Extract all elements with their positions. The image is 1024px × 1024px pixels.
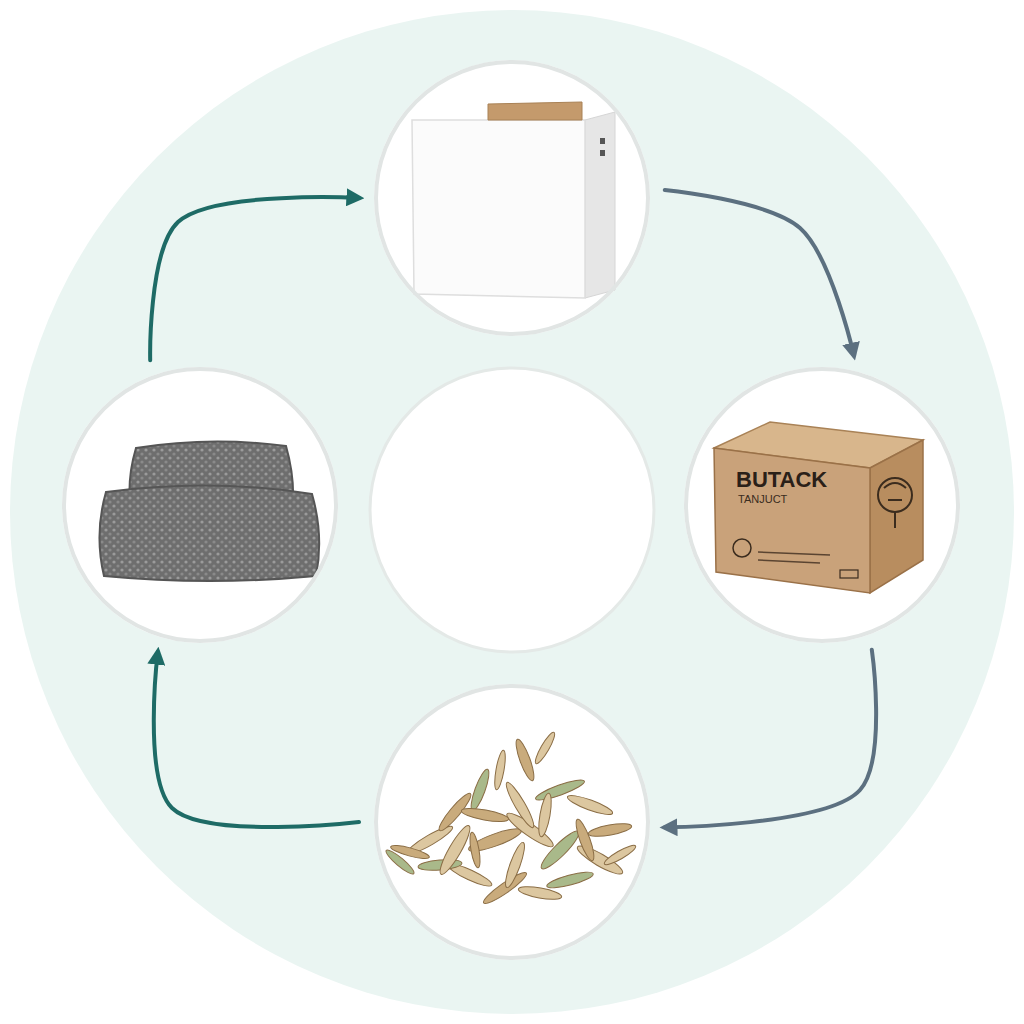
cycle-arrow	[665, 650, 876, 828]
white-box	[412, 102, 615, 298]
fibre	[468, 768, 492, 813]
cycle-node: BUTACKTANJUCT	[684, 367, 960, 643]
box-drawing	[840, 570, 858, 578]
fibre	[517, 884, 562, 901]
center-circle	[370, 368, 654, 652]
fibre	[602, 843, 637, 868]
node-border	[376, 686, 648, 958]
cycle-arrow	[154, 652, 359, 827]
box-print-line: TANJUCT	[738, 493, 787, 506]
node-fill	[374, 60, 650, 336]
cycle-node	[62, 367, 338, 643]
box-drawing	[884, 483, 906, 528]
box-side	[585, 112, 615, 298]
node-border	[686, 369, 958, 641]
box-side	[870, 440, 923, 593]
fibre	[533, 730, 558, 765]
fibre	[587, 821, 632, 838]
cycle-arrow	[665, 190, 854, 355]
box-front	[412, 120, 585, 298]
box-front	[714, 448, 870, 593]
cycle-arrow	[150, 197, 359, 360]
cycle-node	[374, 684, 650, 960]
box-print-heading: BUTACK	[736, 467, 827, 492]
node-fill	[62, 367, 338, 643]
box-hole	[600, 138, 605, 144]
fibre-pile	[384, 730, 638, 907]
box-lid	[488, 102, 582, 120]
fibre	[468, 832, 482, 869]
node-outline	[374, 60, 650, 336]
box-print	[758, 552, 830, 563]
fibre	[493, 750, 508, 791]
ground-circle	[10, 10, 1014, 1014]
fibre	[546, 869, 595, 891]
fibre	[502, 841, 528, 890]
node-fill	[684, 367, 960, 643]
node-outline	[684, 367, 960, 643]
fibre	[513, 738, 537, 783]
node-outline	[62, 367, 338, 643]
fibre	[481, 869, 529, 907]
pillows	[99, 441, 319, 581]
fibre	[460, 806, 509, 824]
cardboard-box	[714, 422, 923, 593]
node-border	[64, 369, 336, 641]
box-drawing	[733, 539, 751, 557]
fibre	[384, 847, 417, 876]
fibre	[573, 818, 597, 863]
node-fill	[374, 684, 650, 960]
node-border	[376, 62, 648, 334]
box-hole	[600, 150, 605, 156]
cycle-node	[374, 60, 650, 336]
pillow	[99, 485, 319, 581]
fibre	[566, 792, 615, 818]
node-outline	[374, 684, 650, 960]
fibre	[503, 780, 538, 830]
fibre	[536, 792, 553, 837]
